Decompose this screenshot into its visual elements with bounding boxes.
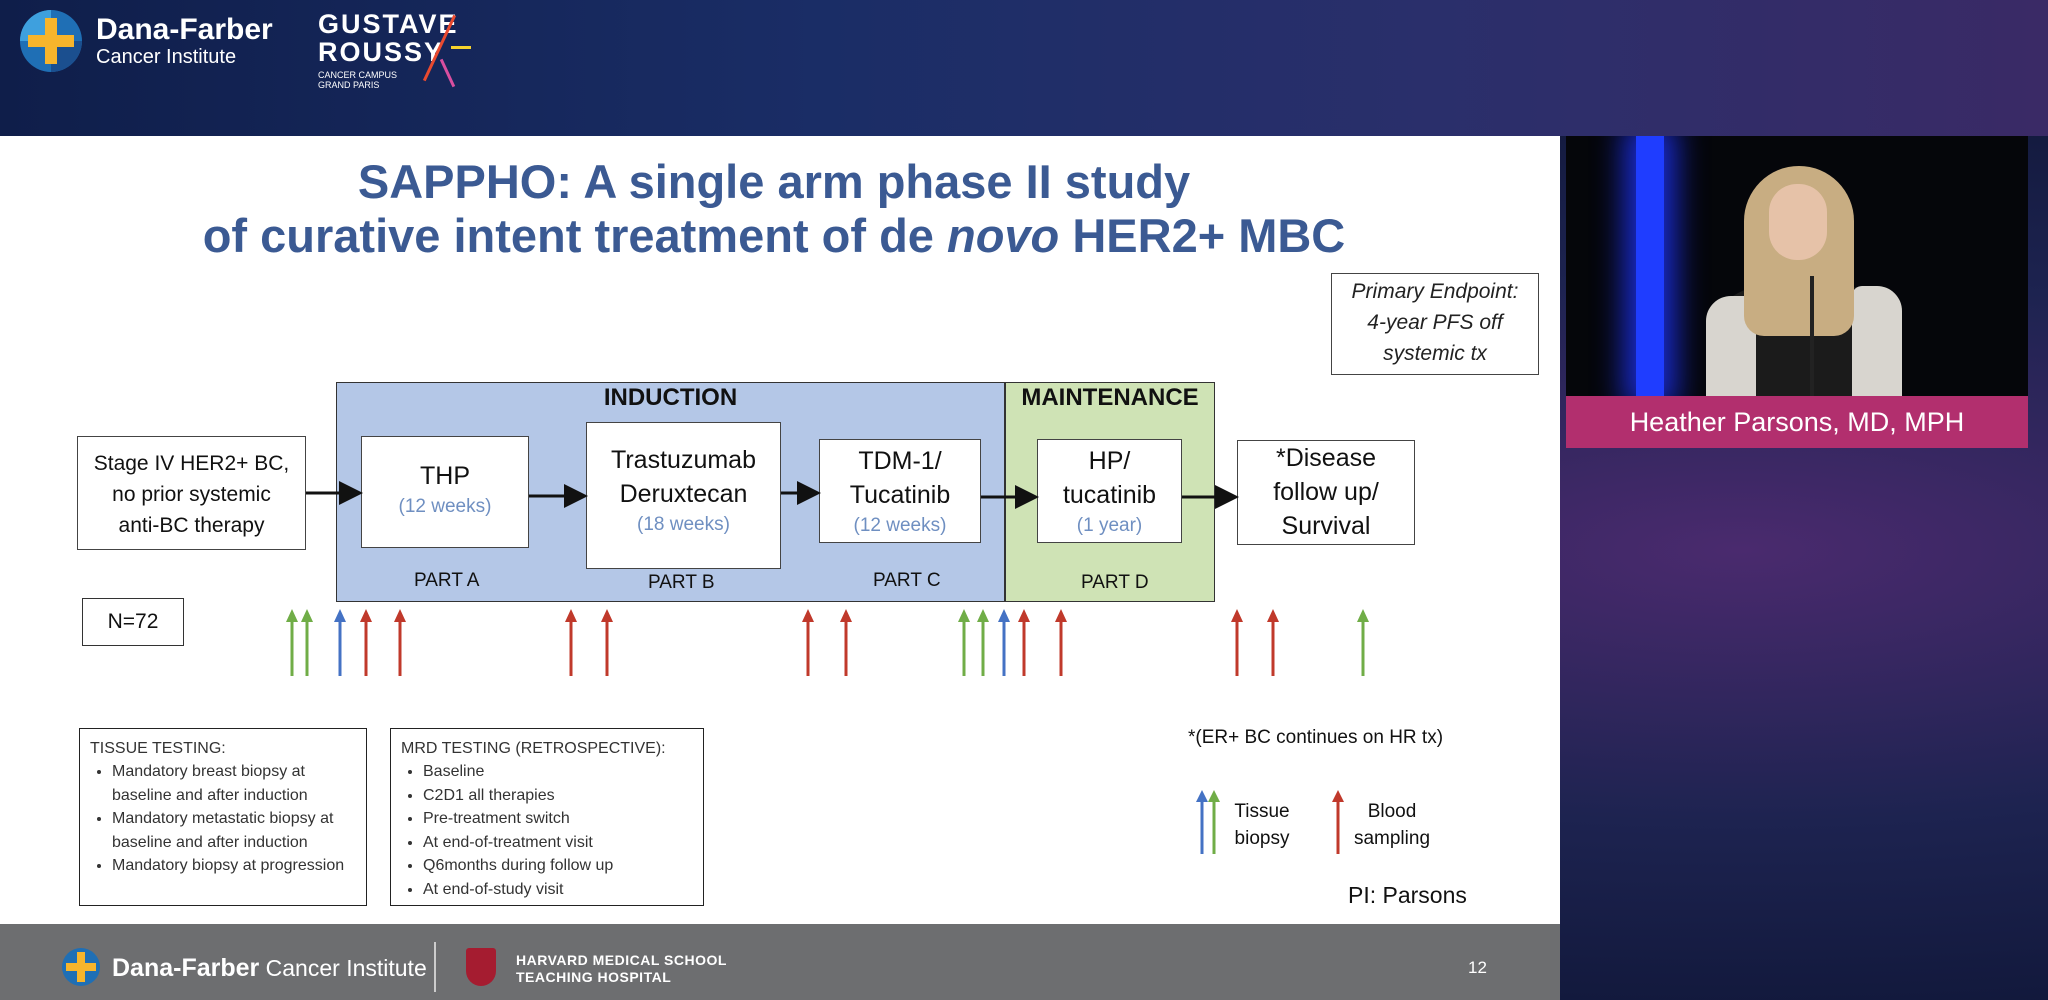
footer-divider <box>434 942 436 992</box>
list-item: Mandatory breast biopsy at baseline and … <box>112 760 356 807</box>
microphone-icon <box>1810 276 1814 396</box>
sampling-arrow-green <box>286 609 298 676</box>
page-number: 12 <box>1468 958 1487 977</box>
tissue-testing-box: TISSUE TESTING: Mandatory breast biopsy … <box>79 728 367 906</box>
sampling-arrow-blue <box>334 609 346 676</box>
primary-endpoint-box: Primary Endpoint: 4-year PFS off systemi… <box>1331 273 1539 375</box>
sampling-arrow-green <box>1357 609 1369 676</box>
gr-dash-icon <box>451 46 471 49</box>
sampling-arrow-red <box>601 609 613 676</box>
induction-label: INDUCTION <box>603 384 738 411</box>
part-c-box: TDM-1/ Tucatinib (12 weeks) <box>819 439 981 543</box>
er-note: *(ER+ BC continues on HR tx) <box>1188 727 1444 748</box>
dana-farber-emblem-icon <box>20 10 82 72</box>
mrd-testing-box: MRD TESTING (RETROSPECTIVE): Baseline C2… <box>390 728 704 906</box>
part-b-label: PART B <box>648 572 715 593</box>
sampling-arrow-red <box>1055 609 1067 676</box>
sampling-arrow-green <box>301 609 313 676</box>
sampling-arrow-red <box>360 609 372 676</box>
gustave-roussy-logo: GUSTAVE ROUSSY CANCER CAMPUS GRAND PARIS <box>318 9 471 90</box>
speaker-video <box>1566 136 2028 396</box>
sampling-arrow-red <box>1231 609 1243 676</box>
slide-footer: Dana-Farber Cancer Institute HARVARD MED… <box>0 924 1560 1000</box>
header-bar: Dana-Farber Cancer Institute GUSTAVE ROU… <box>0 0 2048 136</box>
gr-sub1: CANCER CAMPUS <box>318 70 398 80</box>
sampling-arrow-blue <box>998 609 1010 676</box>
list-item: Pre-treatment switch <box>423 807 693 831</box>
gr-sub2: GRAND PARIS <box>318 80 380 90</box>
speaker-face <box>1769 184 1827 260</box>
list-item: Mandatory biopsy at progression <box>112 854 356 878</box>
speaker-nameplate: Heather Parsons, MD, MPH <box>1566 396 2028 448</box>
stage-light <box>1636 136 1664 396</box>
harvard-shield-icon <box>466 948 496 986</box>
legend-tissue-arrow-blue <box>1196 790 1208 854</box>
sampling-timeline <box>286 609 1369 676</box>
part-a-label: PART A <box>414 570 480 591</box>
maintenance-label: MAINTENANCE <box>1021 384 1199 411</box>
legend-blood-arrow-red <box>1332 790 1344 854</box>
end-box: *Disease follow up/ Survival <box>1237 440 1415 545</box>
sampling-arrow-green <box>958 609 970 676</box>
list-item: At end-of-treatment visit <box>423 831 693 855</box>
legend-tissue-arrow-green <box>1208 790 1220 854</box>
slide-title-line1: SAPPHO: A single arm phase II study <box>357 155 1191 208</box>
list-item: At end-of-study visit <box>423 878 693 902</box>
sampling-arrow-red <box>1018 609 1030 676</box>
sampling-arrow-red <box>802 609 814 676</box>
footer-dana-farber: Dana-Farber Cancer Institute <box>112 954 427 982</box>
dana-farber-logo: Dana-Farber Cancer Institute <box>20 10 273 72</box>
sampling-arrow-red <box>840 609 852 676</box>
slide-title-line2: of curative intent treatment of de novo … <box>202 209 1346 262</box>
footer-hms: HARVARD MEDICAL SCHOOL TEACHING HOSPITAL <box>516 952 727 985</box>
gr-line1: GUSTAVE <box>318 9 459 39</box>
part-a-box: THP (12 weeks) <box>361 436 529 548</box>
mrd-testing-header: MRD TESTING (RETROSPECTIVE): <box>401 740 666 757</box>
gr-line2: ROUSSY <box>318 37 445 67</box>
part-c-label: PART C <box>873 570 941 591</box>
start-box: Stage IV HER2+ BC, no prior systemic ant… <box>77 436 306 550</box>
list-item: Q6months during follow up <box>423 854 693 878</box>
part-d-label: PART D <box>1081 572 1149 593</box>
df-sub: Cancer Institute <box>96 46 237 68</box>
sampling-arrow-red <box>394 609 406 676</box>
legend-arrows <box>1196 790 1344 854</box>
df-name: Dana-Farber <box>96 13 273 46</box>
n-box: N=72 <box>82 598 184 646</box>
flow-arrows <box>306 481 1239 509</box>
sampling-arrow-red <box>565 609 577 676</box>
list-item: Mandatory metastatic biopsy at baseline … <box>112 807 356 854</box>
list-item: C2D1 all therapies <box>423 784 693 808</box>
list-item: Baseline <box>423 760 693 784</box>
tissue-testing-header: TISSUE TESTING: <box>90 740 226 757</box>
sampling-arrow-red <box>1267 609 1279 676</box>
sampling-arrow-green <box>977 609 989 676</box>
pi-label: PI: Parsons <box>1348 882 1467 908</box>
slide: SAPPHO: A single arm phase II study of c… <box>0 136 1560 924</box>
dana-farber-footer-icon <box>62 948 100 986</box>
